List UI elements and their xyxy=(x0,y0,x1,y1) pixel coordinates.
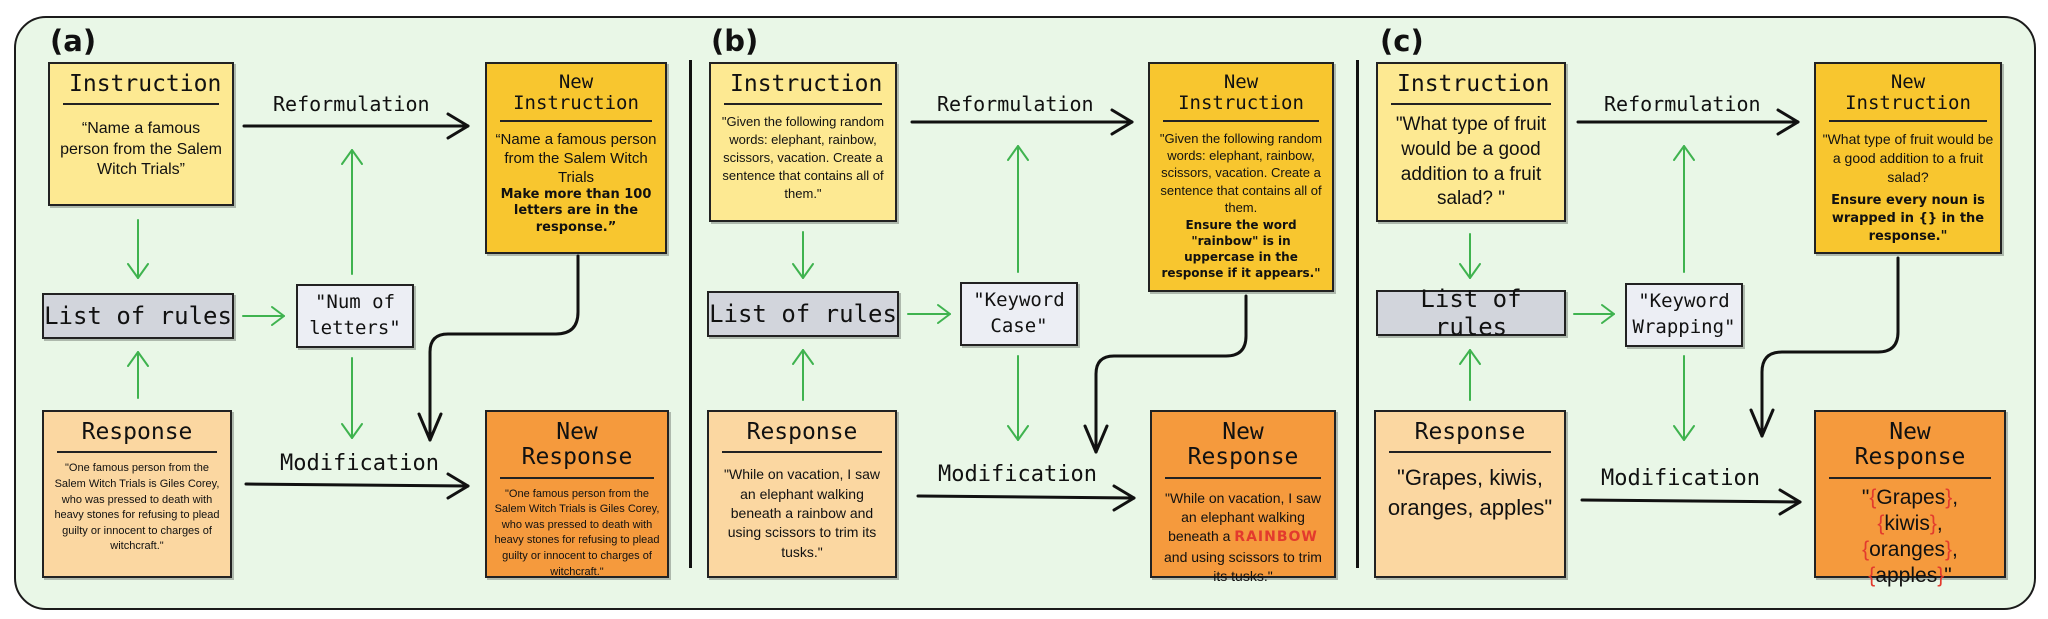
new-instruction-original: “Name a famous person from the Salem Wit… xyxy=(495,130,657,186)
brace-open: { xyxy=(1862,538,1870,562)
brace-close: } xyxy=(1945,485,1953,509)
instruction-text: "Given the following random words: eleph… xyxy=(721,114,885,202)
reformulation-label-a: Reformulation xyxy=(273,92,430,116)
separator: , xyxy=(1936,511,1943,535)
new-instruction-box-b: New Instruction "Given the following ran… xyxy=(1148,62,1334,292)
new-response-text: "While on vacation, I saw an elephant wa… xyxy=(1152,479,1334,587)
rule-tag-box-a: "Num of letters" xyxy=(296,284,414,348)
new-instruction-added-rule: Ensure every noun is wrapped in {} in th… xyxy=(1831,192,1985,244)
rule-tag-box-c: "Keyword Wrapping" xyxy=(1625,283,1743,347)
reformulation-arrow-c xyxy=(1576,108,1800,136)
new-response-text-before: "While on vacation, I saw an elephant wa… xyxy=(1165,489,1321,545)
instruction-text: "What type of fruit would be a good addi… xyxy=(1395,114,1547,210)
wrapped-noun: apples xyxy=(1875,564,1938,588)
rule-tag-box-b: "Keyword Case" xyxy=(960,282,1078,346)
new-response-title: New Response xyxy=(1165,412,1321,479)
new-instruction-text: "Given the following random words: eleph… xyxy=(1150,122,1332,282)
response-title: Response xyxy=(57,412,217,454)
instruction-title: Instruction xyxy=(1391,64,1551,106)
modification-arrow-b xyxy=(916,484,1136,512)
merge-arrow-a xyxy=(417,254,580,442)
wrapped-noun-line: {kiwis}, xyxy=(1862,511,1958,537)
new-instruction-text: “Name a famous person from the Salem Wit… xyxy=(487,122,665,237)
new-instruction-title: New Instruction xyxy=(500,64,652,122)
instruction-box-b: Instruction "Given the following random … xyxy=(709,62,897,222)
modification-arrow-a xyxy=(244,472,470,500)
wrapped-noun-list: "{Grapes}, {kiwis}, {oranges}, {apples}" xyxy=(1856,479,1964,590)
panel-label-a: (a) xyxy=(50,24,97,58)
merge-arrow-b xyxy=(1083,294,1248,454)
reformulation-label-c: Reformulation xyxy=(1604,92,1761,116)
reformulation-arrow-a xyxy=(242,112,470,140)
green-arrows-b xyxy=(792,145,1029,441)
response-box-a: Response "One famous person from the Sal… xyxy=(42,410,232,578)
response-text: "While on vacation, I saw an elephant wa… xyxy=(724,466,880,560)
new-instruction-title: New Instruction xyxy=(1829,64,1987,122)
green-arrows-a xyxy=(127,149,363,439)
wrapped-noun: oranges xyxy=(1869,538,1946,562)
modification-label-c: Modification xyxy=(1601,466,1760,491)
new-instruction-text: "What type of fruit would be a good addi… xyxy=(1816,122,2000,246)
response-text: "Grapes, kiwis, oranges, apples" xyxy=(1387,465,1553,520)
reformulation-arrow-b xyxy=(910,108,1134,136)
brace-open: { xyxy=(1868,564,1876,588)
brace-open: { xyxy=(1877,511,1885,535)
instruction-title: Instruction xyxy=(63,64,221,106)
response-title: Response xyxy=(1389,412,1551,454)
instruction-box-a: Instruction “Name a famous person from t… xyxy=(48,62,234,206)
response-box-c: Response "Grapes, kiwis, oranges, apples… xyxy=(1374,410,1566,578)
instruction-box-c: Instruction "What type of fruit would be… xyxy=(1376,62,1566,222)
new-response-text-after: and using scissors to trim its tusks." xyxy=(1164,548,1322,584)
separator: , xyxy=(1952,538,1958,562)
uppercase-keyword: RAINBOW xyxy=(1234,529,1318,546)
panel-label-c: (c) xyxy=(1380,24,1424,58)
close-quote: " xyxy=(1944,564,1952,588)
response-title: Response xyxy=(722,412,882,454)
merge-arrow-c xyxy=(1749,256,1900,438)
modification-arrow-c xyxy=(1580,488,1802,516)
new-response-title: New Response xyxy=(1829,412,1991,479)
panel-label-b: (b) xyxy=(711,24,759,58)
wrapped-noun-line: "{Grapes}, xyxy=(1862,485,1958,511)
brace-close: } xyxy=(1945,538,1953,562)
response-box-b: Response "While on vacation, I saw an el… xyxy=(707,410,897,578)
open-quote: " xyxy=(1861,485,1870,509)
new-instruction-title: New Instruction xyxy=(1163,64,1319,122)
green-arrows-c xyxy=(1459,145,1695,441)
wrapped-noun: Grapes xyxy=(1876,485,1946,509)
new-instruction-box-a: New Instruction “Name a famous person fr… xyxy=(485,62,667,254)
panel-divider-2 xyxy=(1356,60,1359,568)
new-instruction-added-rule: Make more than 100 letters are in the re… xyxy=(500,186,652,235)
wrapped-noun-line: {oranges}, xyxy=(1862,537,1958,563)
reformulation-label-b: Reformulation xyxy=(937,92,1094,116)
wrapped-noun-line: {apples}" xyxy=(1862,563,1958,589)
list-of-rules-box-b: List of rules xyxy=(707,291,899,337)
brace-close: } xyxy=(1929,511,1937,535)
new-response-title: New Response xyxy=(500,412,654,479)
separator: , xyxy=(1952,485,1959,509)
list-of-rules-box-a: List of rules xyxy=(42,293,234,339)
instruction-text: “Name a famous person from the Salem Wit… xyxy=(60,120,222,178)
new-response-text: "One famous person from the Salem Witch … xyxy=(494,487,660,578)
brace-open: { xyxy=(1869,485,1877,509)
new-response-box-a: New Response "One famous person from the… xyxy=(485,410,669,578)
new-instruction-original: "What type of fruit would be a good addi… xyxy=(1822,130,1994,186)
new-instruction-added-rule: Ensure the word "rainbow" is in uppercas… xyxy=(1161,218,1321,281)
new-response-box-b: New Response "While on vacation, I saw a… xyxy=(1150,410,1336,584)
response-text: "One famous person from the Salem Witch … xyxy=(54,462,220,553)
new-instruction-original: "Given the following random words: eleph… xyxy=(1159,130,1323,215)
instruction-title: Instruction xyxy=(724,64,882,106)
modification-label-b: Modification xyxy=(938,462,1097,487)
wrapped-noun: kiwis xyxy=(1884,511,1930,535)
modification-label-a: Modification xyxy=(280,451,439,476)
brace-close: } xyxy=(1937,564,1945,588)
new-response-box-c: New Response "{Grapes}, {kiwis}, {orange… xyxy=(1814,410,2006,587)
panel-divider-1 xyxy=(689,60,692,568)
new-instruction-box-c: New Instruction "What type of fruit woul… xyxy=(1814,62,2002,254)
